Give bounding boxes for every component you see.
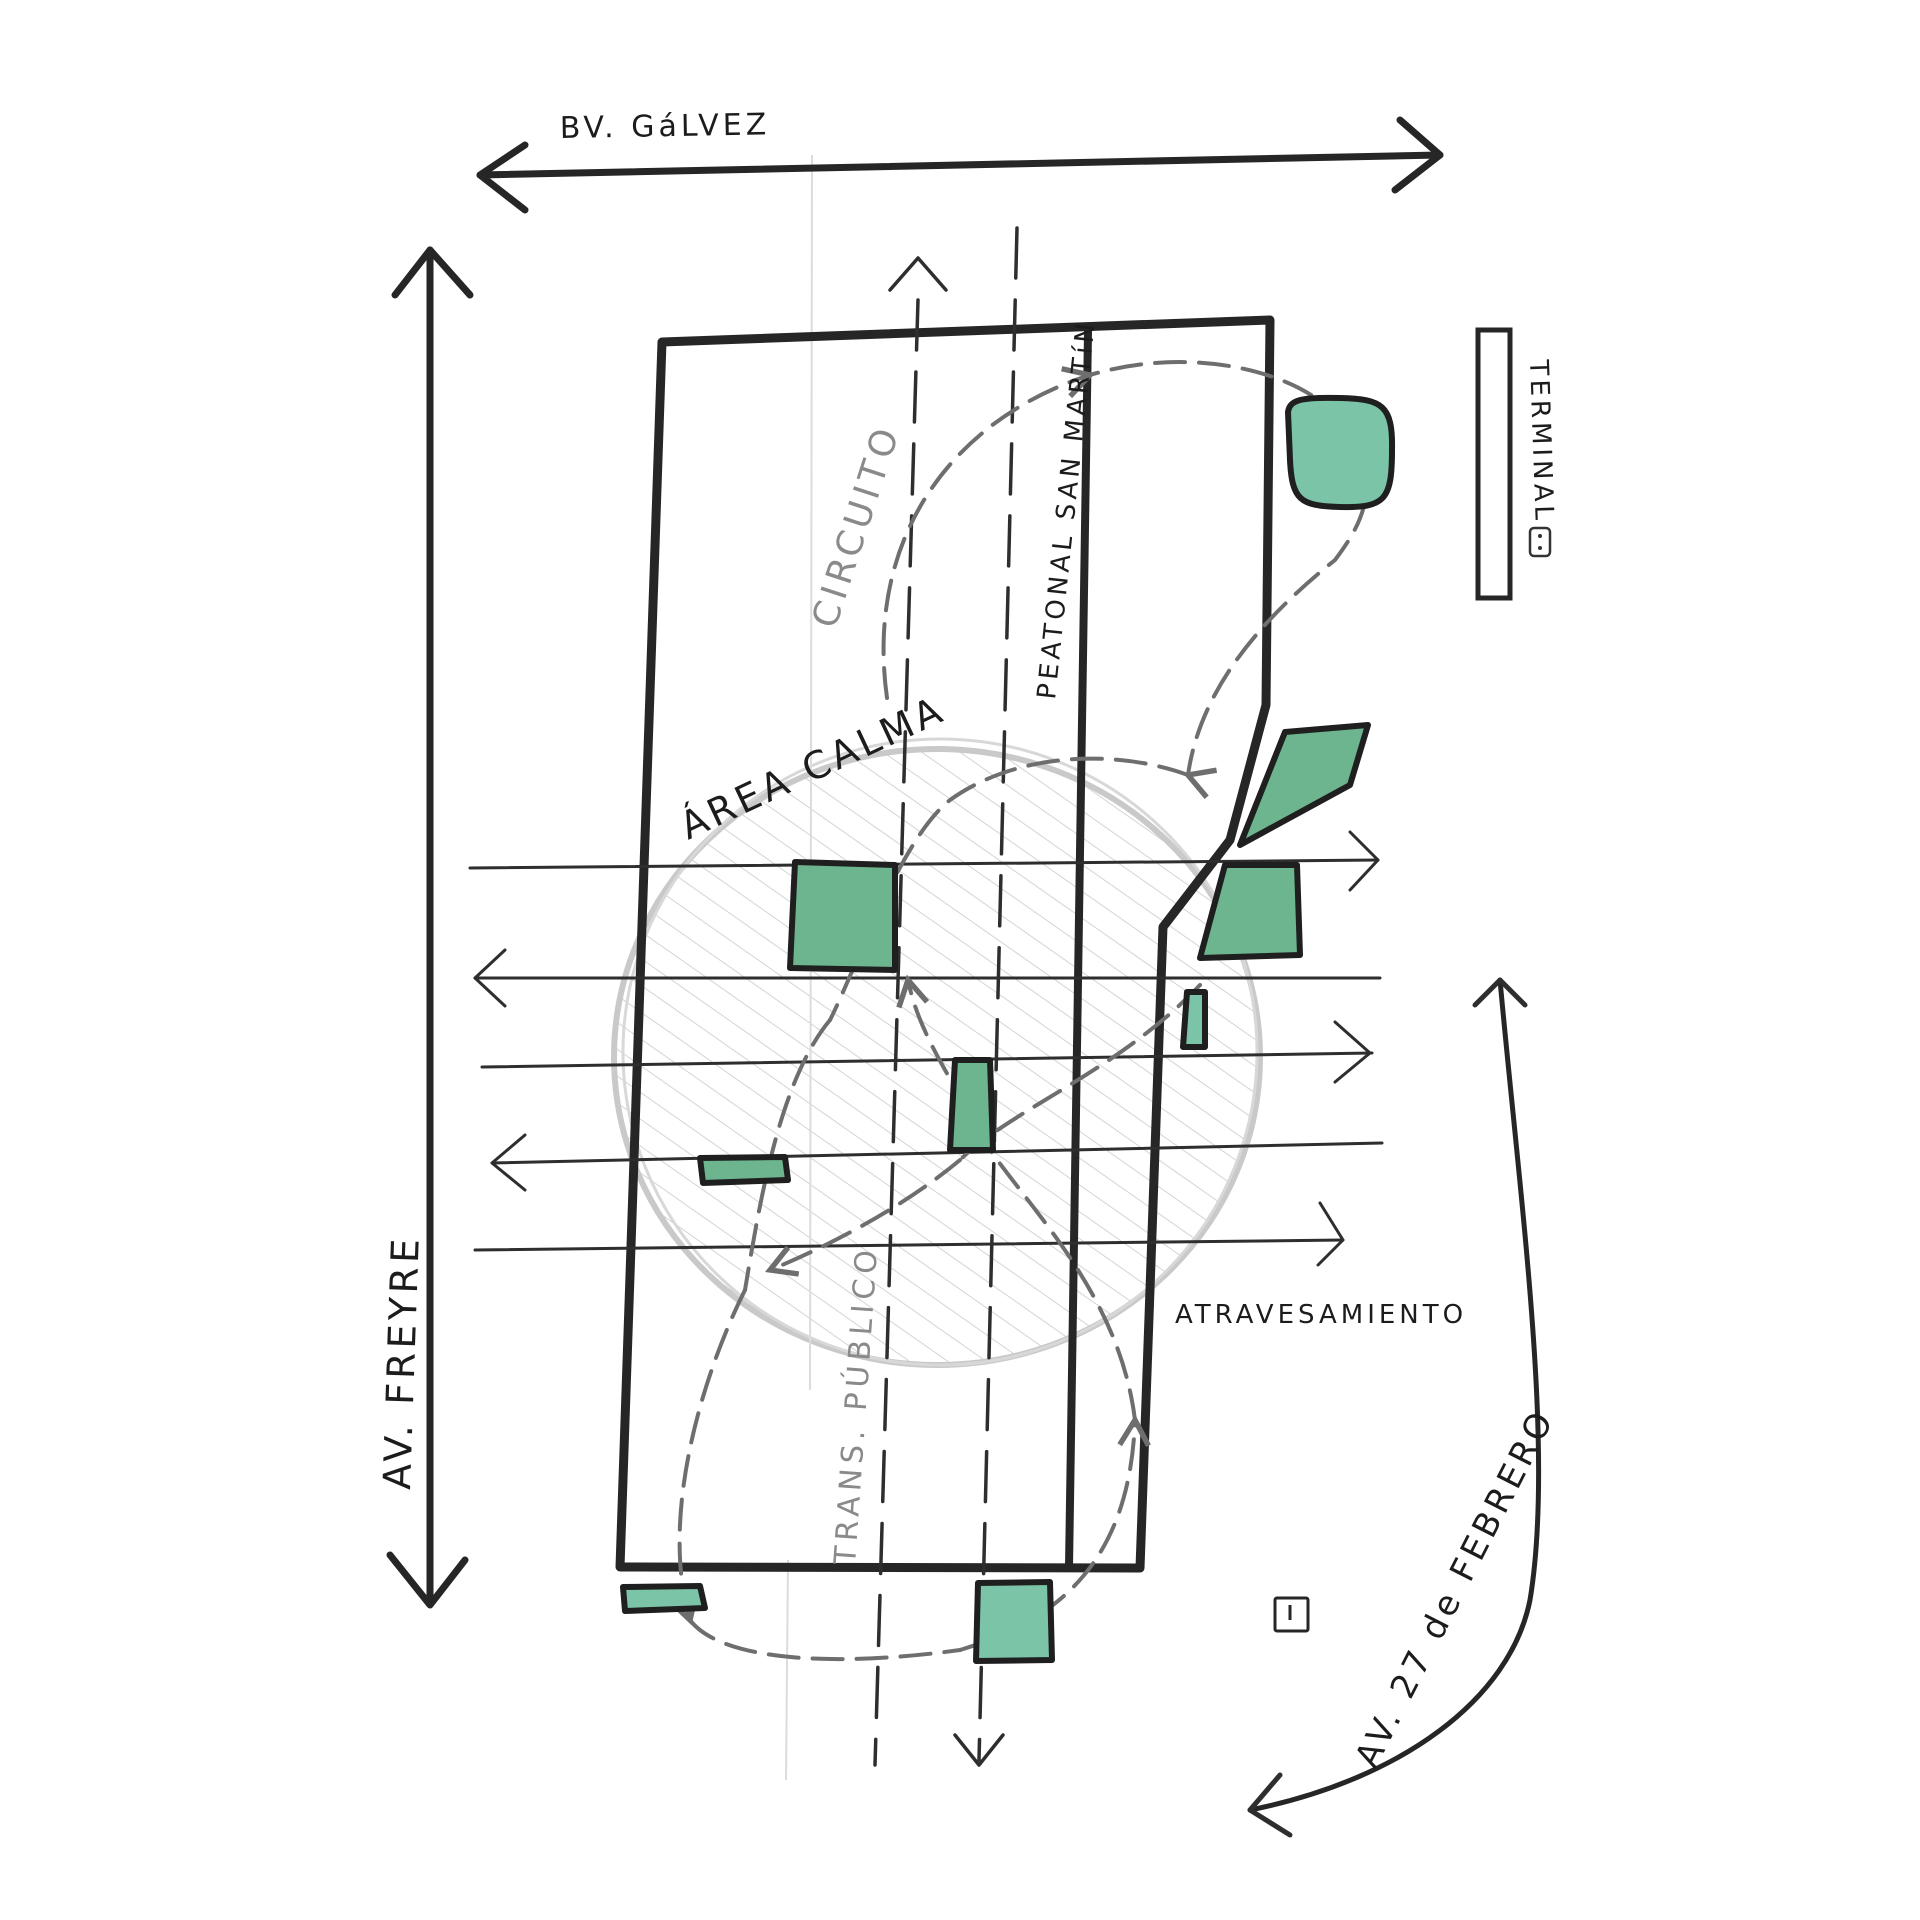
green-space-7 xyxy=(697,1154,791,1186)
bv-galvez-arrow xyxy=(476,116,1444,214)
green-space-5 xyxy=(1180,989,1208,1050)
green-space-6 xyxy=(947,1057,996,1153)
green-space-8 xyxy=(620,1583,708,1614)
circuito-label: CIRCUITO xyxy=(805,419,909,633)
bv-galvez-label: BV. GáLVEZ xyxy=(560,107,771,146)
peatonal-label: PEATONAL SAN MARTíN xyxy=(1032,318,1102,701)
green-space-9 xyxy=(973,1579,1055,1664)
guide-lines xyxy=(785,154,813,1781)
square-marker-icon xyxy=(1273,1596,1310,1633)
circuit-loop xyxy=(667,360,1369,1662)
terminal-label: TERMINAL xyxy=(1523,358,1559,524)
green-space-1 xyxy=(1285,394,1396,511)
axis-peatonal xyxy=(953,226,1019,1767)
crossing-arrows xyxy=(468,830,1384,1267)
av-27-febrero-arrow xyxy=(1247,977,1542,1838)
bus-icon xyxy=(1528,526,1552,558)
green-space-4 xyxy=(787,859,898,973)
av-freyre-label: AV. FREYRE xyxy=(375,1234,428,1490)
green-space-2 xyxy=(1237,722,1371,848)
terminal-block xyxy=(1475,327,1513,601)
axis-trans-publico xyxy=(873,256,948,1767)
av-freyre-arrow xyxy=(386,246,474,1609)
green-space-3 xyxy=(1197,862,1303,961)
atravesamiento-label: ATRAVESAMIENTO xyxy=(1175,1300,1467,1330)
main-block xyxy=(615,315,1275,1573)
